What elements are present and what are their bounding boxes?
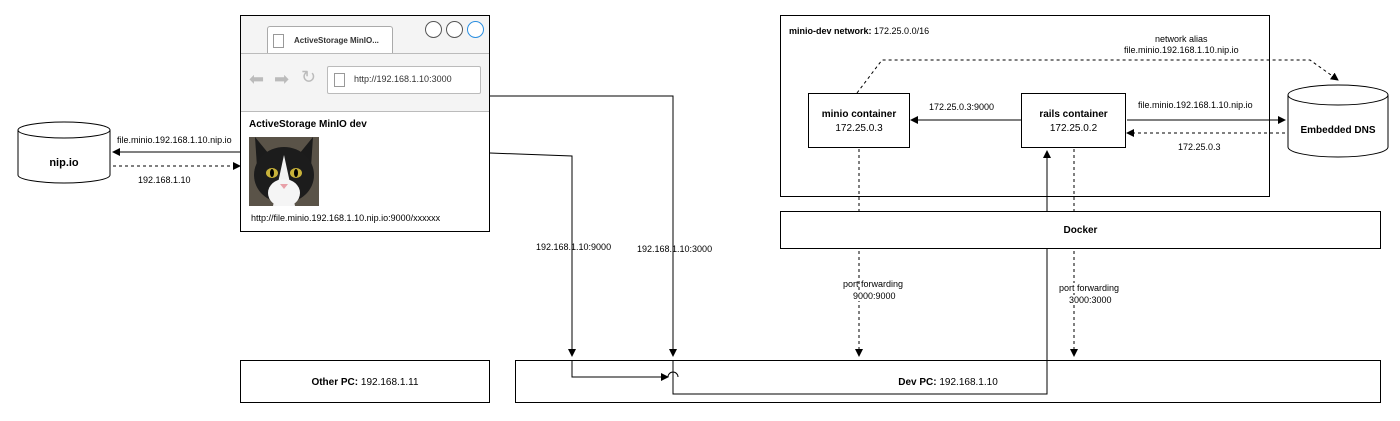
minio-port-forward-ports: 9000:9000: [853, 291, 896, 301]
rails-port-forward-label: port forwarding: [1059, 283, 1120, 293]
dns-answer-label: 172.25.0.3: [1178, 142, 1221, 152]
file-icon: [273, 34, 284, 48]
window-button-icon[interactable]: [467, 21, 484, 38]
rails-to-dns-label: file.minio.192.168.1.10.nip.io: [1138, 100, 1253, 110]
minio-container-name: minio container: [821, 109, 897, 120]
nipio-query-label: file.minio.192.168.1.10.nip.io: [117, 135, 232, 145]
forward-arrow-icon[interactable]: ➡: [274, 69, 290, 89]
tab-title: ActiveStorage MinIO...: [294, 36, 379, 45]
rails-port-forward-ports: 3000:3000: [1069, 295, 1112, 305]
dns-cylinder-shape: [1287, 84, 1389, 158]
link-label-3000: 192.168.1.10:3000: [637, 244, 713, 254]
dev-pc-title: Dev PC:: [898, 377, 937, 388]
minio-port-forward-label: port forwarding: [843, 279, 904, 289]
devpc-to-rails-line: [672, 150, 1051, 395]
other-pc-box: Other PC: 192.168.1.11: [240, 360, 490, 403]
network-subnet: 172.25.0.0/16: [874, 26, 930, 36]
network-alias-arrow: [856, 59, 1339, 94]
link-label-9000: 192.168.1.10:9000: [536, 242, 612, 252]
browser-tabbar-line: [241, 53, 489, 54]
browser-to-devpc-3000-line: [490, 95, 677, 357]
reload-icon[interactable]: ↻: [301, 67, 317, 87]
browser-to-devpc-9000-line: [489, 152, 576, 357]
nipio-label: nip.io: [49, 157, 79, 169]
dev-pc-label: Dev PC: 192.168.1.10: [516, 376, 1380, 389]
nipio-cylinder-shape: [17, 121, 111, 184]
network-alias-label: network alias: [1155, 34, 1208, 44]
rails-container-box: rails container 172.25.0.2: [1021, 93, 1126, 148]
nipio-answer-label: 192.168.1.10: [138, 175, 191, 185]
address-bar[interactable]: http://192.168.1.10:3000: [327, 66, 481, 94]
network-title: minio-dev network: 172.25.0.0/16: [789, 26, 929, 36]
rails-container-name: rails container: [1039, 109, 1108, 120]
minio-dev-network-box: [780, 15, 1270, 197]
other-pc-title: Other PC:: [311, 377, 359, 388]
network-alias-value: file.minio.192.168.1.10.nip.io: [1124, 45, 1239, 55]
docker-box: Docker: [780, 211, 1381, 249]
browser-window: ActiveStorage MinIO... ⬅ ➡ ↻ http://192.…: [240, 15, 490, 232]
dev-pc-box: Dev PC: 192.168.1.10: [515, 360, 1381, 403]
page-title: ActiveStorage MinIO dev: [249, 119, 367, 130]
url-text: http://192.168.1.10:3000: [354, 74, 452, 84]
browser-tab[interactable]: ActiveStorage MinIO...: [267, 26, 393, 54]
image-url-text: http://file.minio.192.168.1.10.nip.io:90…: [251, 213, 441, 223]
other-pc-label: Other PC: 192.168.1.11: [241, 376, 489, 389]
embedded-dns-label: Embedded DNS: [1300, 125, 1376, 136]
cat-photo: [249, 137, 319, 206]
docker-label: Docker: [1063, 225, 1098, 236]
rails-to-minio-label: 172.25.0.3:9000: [929, 102, 995, 112]
other-pc-ip: 192.168.1.11: [360, 377, 419, 388]
dev-pc-ip: 192.168.1.10: [939, 377, 998, 388]
minio-container-box: minio container 172.25.0.3: [808, 93, 910, 148]
network-title-label: minio-dev network:: [789, 26, 872, 36]
page-icon: [334, 73, 345, 87]
window-button-icon[interactable]: [446, 21, 463, 38]
devpc-to-minio-line: [571, 361, 669, 381]
minio-container-ip: 172.25.0.3: [835, 123, 883, 134]
back-arrow-icon[interactable]: ⬅: [249, 69, 265, 89]
window-button-icon[interactable]: [425, 21, 442, 38]
rails-container-ip: 172.25.0.2: [1049, 123, 1098, 134]
